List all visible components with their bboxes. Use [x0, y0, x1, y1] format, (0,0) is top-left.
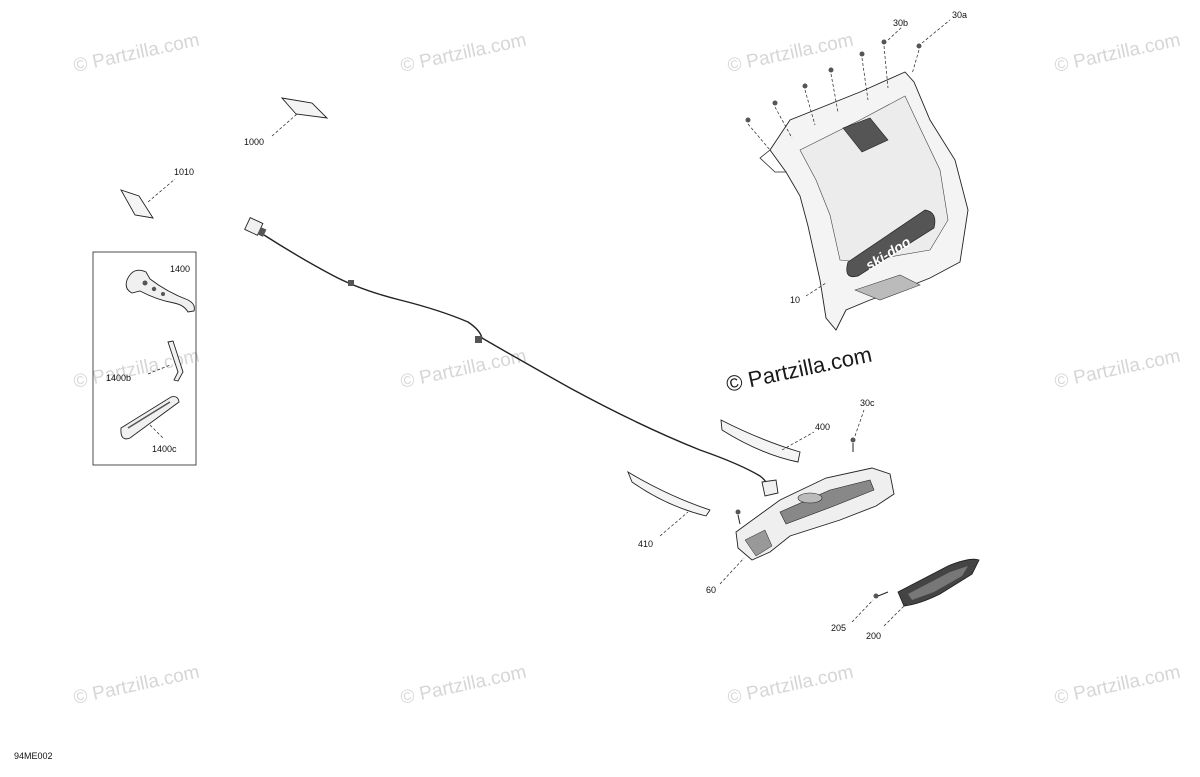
watermark-layer: © Partzilla.com © Partzilla.com © Partzi… [72, 30, 1183, 709]
part-60-bumper[interactable]: 60 [706, 467, 895, 595]
callout-30c: 30c [860, 398, 875, 408]
callout-1000: 1000 [244, 137, 264, 147]
callout-400: 400 [815, 422, 830, 432]
watermark-text: © Partzilla.com [726, 30, 856, 77]
callout-60: 60 [706, 585, 716, 595]
callout-10: 10 [790, 295, 800, 305]
fasteners-30a-30b[interactable]: 30b 30a [745, 10, 968, 151]
watermark-text: © Partzilla.com [399, 662, 529, 709]
fastener-30c[interactable]: 30c [735, 398, 876, 525]
part-1400c-tool[interactable]: 1400c [120, 396, 180, 454]
tool-kit-box: 1400 1400b 1400c [92, 251, 197, 466]
watermark-text: © Partzilla.com [72, 662, 202, 709]
watermark-text: © Partzilla.com [1053, 346, 1183, 393]
callout-1400: 1400 [170, 264, 190, 274]
fastener-205[interactable]: 205 [831, 591, 889, 633]
part-1010-decal[interactable]: 1010 [120, 167, 194, 219]
part-400-reflector[interactable]: 400 [720, 419, 830, 463]
callout-30a: 30a [952, 10, 967, 20]
callout-205: 205 [831, 623, 846, 633]
callout-1400c: 1400c [152, 444, 177, 454]
part-1400b-hex-key[interactable]: 1400b [106, 340, 184, 383]
part-10-front-hood[interactable]: ski-doo 10 [759, 71, 969, 331]
watermark-text: © Partzilla.com [1053, 662, 1183, 709]
callout-200: 200 [866, 631, 881, 641]
watermark-text: © Partzilla.com [726, 662, 856, 709]
callout-30b: 30b [893, 18, 908, 28]
part-200-tail-light[interactable]: 200 [866, 558, 980, 641]
callout-1010: 1010 [174, 167, 194, 177]
watermark-text: © Partzilla.com [1053, 30, 1183, 77]
diagram-code: 94ME002 [14, 751, 53, 761]
watermark-text: © Partzilla.com [72, 30, 202, 77]
wiring-harness[interactable] [244, 217, 779, 497]
part-1400-spanner[interactable]: 1400 [125, 264, 195, 313]
callout-410: 410 [638, 539, 653, 549]
part-1000-decal[interactable]: 1000 [244, 97, 329, 147]
main-watermark: © Partzilla.com [724, 342, 874, 397]
part-410-reflector[interactable]: 410 [627, 470, 711, 549]
watermark-text: © Partzilla.com [399, 30, 529, 77]
callout-1400b: 1400b [106, 373, 131, 383]
